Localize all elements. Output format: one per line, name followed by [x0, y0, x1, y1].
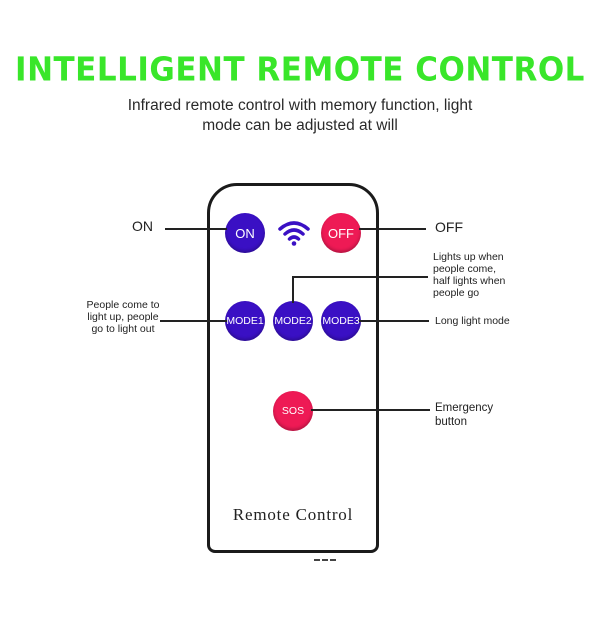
remote-foot — [314, 555, 336, 561]
sos-button[interactable]: SOS — [273, 391, 313, 431]
on-leader-line — [165, 228, 227, 230]
mode1-leader-line — [160, 320, 227, 322]
off-leader-line — [359, 228, 426, 230]
sos-leader-line — [311, 409, 430, 411]
mode2-annotation: Lights up when people come, half lights … — [433, 251, 505, 299]
mode2-annotation-line: Lights up when — [433, 251, 504, 263]
page-title: INTELLIGENT REMOTE CONTROL — [15, 51, 585, 89]
mode2-button[interactable]: MODE2 — [273, 301, 313, 341]
mode3-button[interactable]: MODE3 — [321, 301, 361, 341]
off-button[interactable]: OFF — [321, 213, 361, 253]
sos-annotation-line: button — [435, 416, 467, 428]
off-button-label: OFF — [328, 225, 354, 241]
off-annotation: OFF — [435, 219, 463, 235]
on-annotation: ON — [132, 218, 153, 234]
on-button[interactable]: ON — [225, 213, 265, 253]
mode3-button-label: MODE3 — [322, 315, 360, 327]
mode2-leader-vertical — [292, 276, 294, 303]
mode2-annotation-line: people come, — [433, 263, 497, 275]
wifi-signal-icon — [278, 221, 310, 246]
mode1-annotation-line: light up, people — [87, 311, 159, 323]
subtitle-line-2: mode can be adjusted at will — [202, 117, 398, 134]
mode1-annotation-line: People come to — [86, 299, 160, 311]
mode2-annotation-line: people go — [433, 287, 480, 299]
mode3-leader-line — [359, 320, 429, 322]
on-button-label: ON — [235, 225, 255, 241]
remote-label: Remote Control — [232, 505, 354, 524]
sos-annotation: Emergency button — [435, 401, 493, 429]
mode1-button-label: MODE1 — [226, 315, 264, 327]
subtitle-line-1: Infrared remote control with memory func… — [127, 97, 473, 114]
mode2-annotation-line: half lights when — [433, 275, 506, 287]
mode2-leader-horizontal — [292, 276, 428, 278]
mode1-button[interactable]: MODE1 — [225, 301, 265, 341]
sos-button-label: SOS — [281, 405, 305, 417]
mode3-annotation: Long light mode — [435, 315, 510, 327]
page-subtitle: Infrared remote control with memory func… — [100, 96, 500, 136]
mode1-annotation: People come to light up, people go to li… — [78, 299, 168, 335]
sos-annotation-line: Emergency — [435, 402, 494, 414]
mode2-button-label: MODE2 — [274, 315, 312, 327]
mode1-annotation-line: go to light out — [91, 323, 155, 335]
